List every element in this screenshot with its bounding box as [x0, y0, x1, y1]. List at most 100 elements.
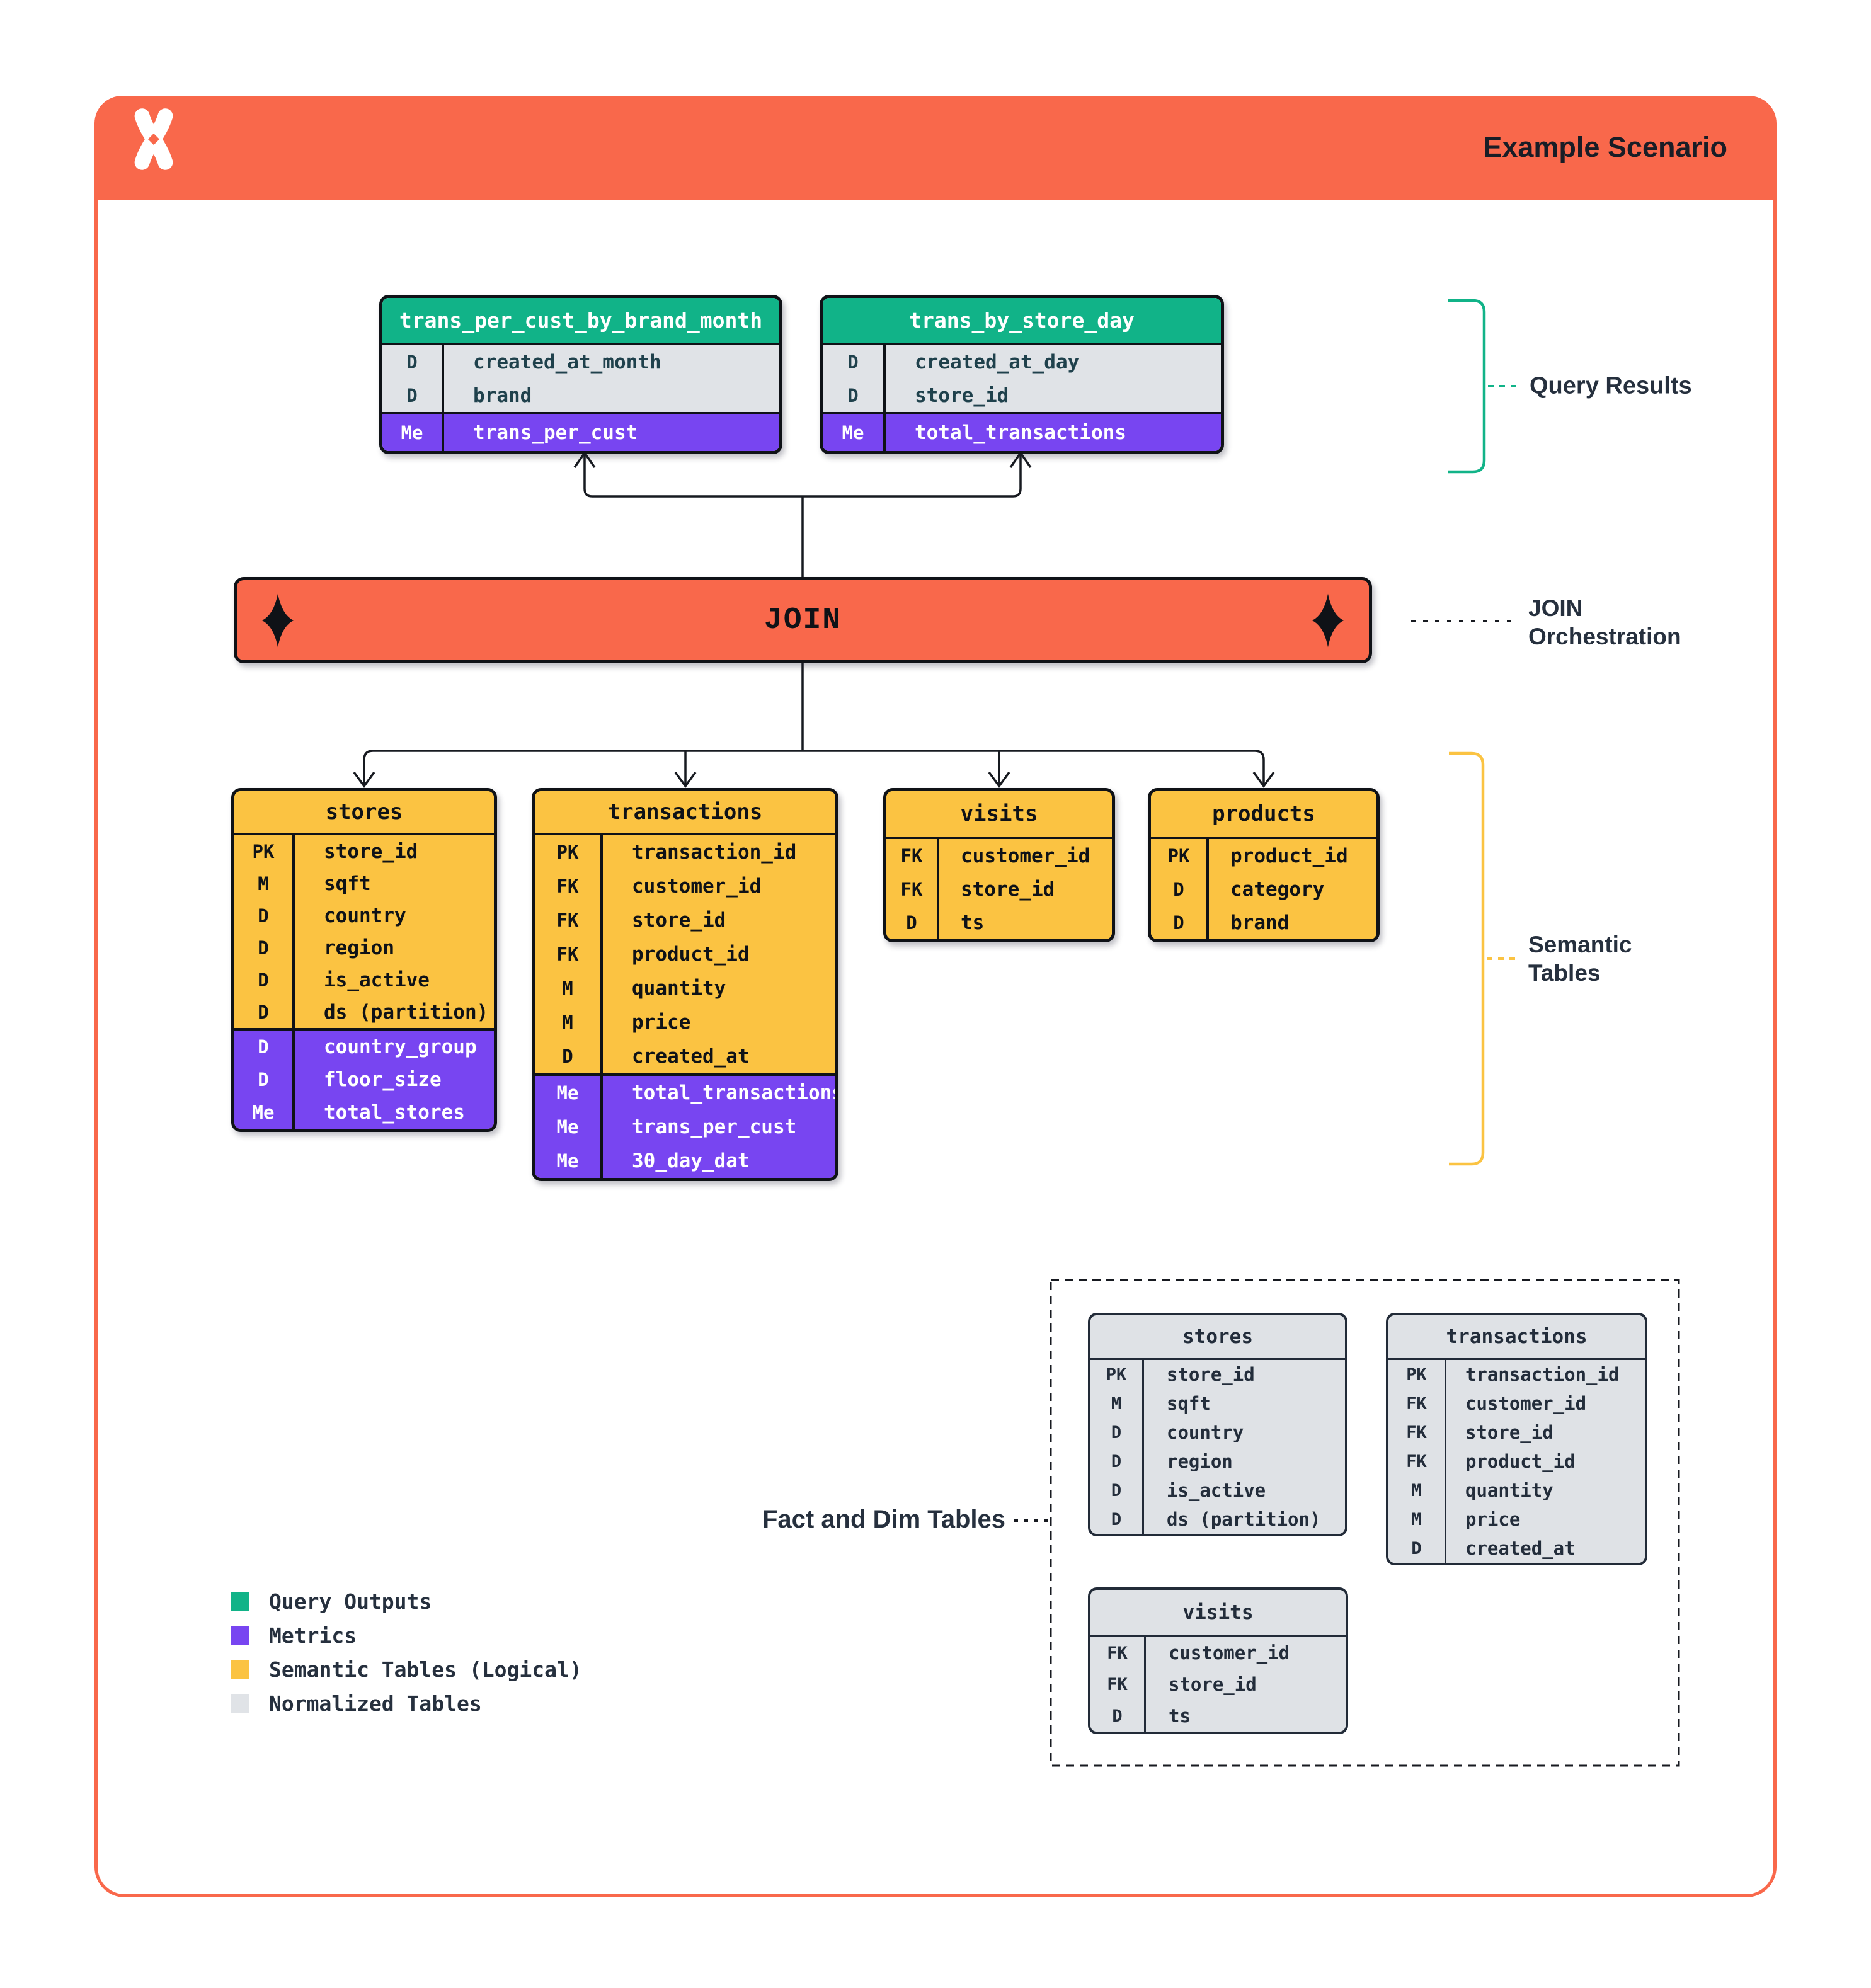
key-cell: FK: [535, 869, 603, 903]
metrics-swatch-icon: [231, 1626, 249, 1645]
table-title: stores: [234, 791, 494, 833]
field-cell: transaction_id: [1465, 1364, 1620, 1385]
field-cell: product_id: [632, 943, 750, 966]
key-cell: PK: [1090, 1360, 1144, 1389]
table-row: D ts: [886, 906, 1112, 939]
table-row: D created_at: [535, 1039, 835, 1073]
table-title: visits: [1090, 1590, 1346, 1635]
key-cell: D: [1090, 1505, 1144, 1534]
normalized-table-transactions: transactions PK transaction_id FK custom…: [1386, 1313, 1647, 1565]
semantic-tables-label-line2: Tables: [1528, 960, 1601, 986]
key-cell: Me: [535, 1110, 603, 1144]
field-cell: ts: [961, 911, 985, 934]
table-row: D created_at_month: [382, 345, 779, 379]
field-cell: country: [1167, 1422, 1244, 1443]
table-row: M quantity: [535, 971, 835, 1005]
key-cell: Me: [535, 1076, 603, 1110]
table-row: D floor_size: [234, 1063, 494, 1096]
key-cell: Me: [382, 414, 444, 451]
table-row: D ds (partition): [1090, 1505, 1345, 1534]
legend-item-normalized-tables: Normalized Tables: [231, 1686, 582, 1720]
key-cell: FK: [1388, 1389, 1446, 1418]
table-title: stores: [1090, 1315, 1345, 1358]
table-row: D is_active: [234, 964, 494, 996]
key-cell: D: [234, 964, 295, 996]
column-rows: PK store_id M sqft D country D region D …: [1090, 1358, 1345, 1534]
key-cell: D: [382, 345, 444, 379]
table-row: D created_at_day: [823, 345, 1221, 379]
key-cell: D: [1388, 1534, 1446, 1563]
column-rows: FK customer_id FK store_id D ts: [1090, 1635, 1346, 1732]
field-cell: is_active: [1167, 1480, 1266, 1501]
field-cell: quantity: [1465, 1480, 1553, 1501]
table-row: FK customer_id: [1388, 1389, 1645, 1418]
key-cell: M: [1388, 1476, 1446, 1505]
field-cell: customer_id: [1465, 1393, 1587, 1414]
x-pinwheel-logo-icon: [134, 108, 173, 170]
field-cell: customer_id: [632, 875, 762, 898]
field-cell: region: [324, 936, 394, 959]
field-cell: sqft: [1167, 1393, 1211, 1414]
table-row: FK store_id: [1090, 1669, 1346, 1700]
field-cell: total_stores: [324, 1101, 465, 1124]
key-cell: D: [1151, 906, 1209, 939]
field-cell: category: [1230, 877, 1325, 901]
field-cell: trans_per_cust: [632, 1116, 797, 1138]
key-cell: D: [1090, 1700, 1146, 1732]
semantic-table-visits: visits FK customer_id FK store_id D ts: [883, 788, 1115, 942]
table-row: D category: [1151, 872, 1376, 906]
legend-item-query-outputs: Query Outputs: [231, 1584, 582, 1618]
normalized-table-stores: stores PK store_id M sqft D country D re…: [1088, 1313, 1347, 1536]
semantic-tables-label-line1: Semantic: [1528, 932, 1632, 957]
field-cell: store_id: [1465, 1422, 1553, 1443]
key-cell: PK: [535, 835, 603, 869]
semantic-table-stores: stores PK store_id M sqft D country D re…: [231, 788, 497, 1132]
diamond-icon: [1312, 593, 1344, 647]
key-cell: D: [382, 379, 444, 412]
normalized-table-visits: visits FK customer_id FK store_id D ts: [1088, 1587, 1348, 1734]
page-title: Example Scenario: [1483, 131, 1727, 163]
table-title: trans_by_store_day: [823, 298, 1221, 343]
header-bar: [94, 96, 1777, 200]
table-row: Me trans_per_cust: [535, 1110, 835, 1144]
field-cell: store_id: [324, 840, 418, 863]
legend-label: Query Outputs: [269, 1589, 432, 1614]
key-cell: D: [234, 900, 295, 932]
table-row: Me total_transactions: [823, 414, 1221, 451]
legend-label: Semantic Tables (Logical): [269, 1657, 582, 1682]
field-cell: transaction_id: [632, 841, 797, 864]
key-cell: D: [1090, 1476, 1144, 1505]
column-rows: FK customer_id FK store_id D ts: [886, 837, 1112, 939]
key-cell: FK: [1090, 1669, 1146, 1700]
key-cell: PK: [1151, 839, 1209, 872]
table-row: FK product_id: [1388, 1447, 1645, 1476]
metric-rows: Me total_transactions: [823, 412, 1221, 451]
table-row: FK product_id: [535, 937, 835, 971]
key-cell: M: [234, 867, 295, 900]
field-cell: store_id: [632, 909, 726, 932]
field-cell: created_at: [632, 1045, 750, 1068]
legend-label: Metrics: [269, 1623, 357, 1648]
join-orchestration-label-line2: Orchestration: [1528, 624, 1681, 649]
table-row: PK store_id: [1090, 1360, 1345, 1389]
query-table-trans-by-store-day: trans_by_store_day D created_at_day D st…: [820, 295, 1224, 454]
semantic-table-transactions: transactions PK transaction_id FK custom…: [532, 788, 838, 1181]
key-cell: M: [1090, 1389, 1144, 1418]
key-cell: D: [234, 1063, 295, 1096]
table-row: FK store_id: [886, 872, 1112, 906]
normalized-tables-swatch-icon: [231, 1694, 249, 1713]
fact-and-dim-tables-label: Fact and Dim Tables: [762, 1505, 1005, 1533]
field-cell: price: [632, 1011, 691, 1034]
key-cell: PK: [234, 835, 295, 867]
key-cell: Me: [535, 1144, 603, 1178]
field-cell: store_id: [1169, 1674, 1257, 1695]
key-cell: D: [234, 1031, 295, 1063]
field-cell: sqft: [324, 872, 371, 895]
table-row: PK product_id: [1151, 839, 1376, 872]
key-cell: D: [886, 906, 939, 939]
table-row: FK customer_id: [1090, 1637, 1346, 1669]
field-cell: store_id: [1167, 1364, 1255, 1385]
column-rows: PK product_id D category D brand: [1151, 837, 1376, 939]
table-row: FK store_id: [1388, 1418, 1645, 1447]
